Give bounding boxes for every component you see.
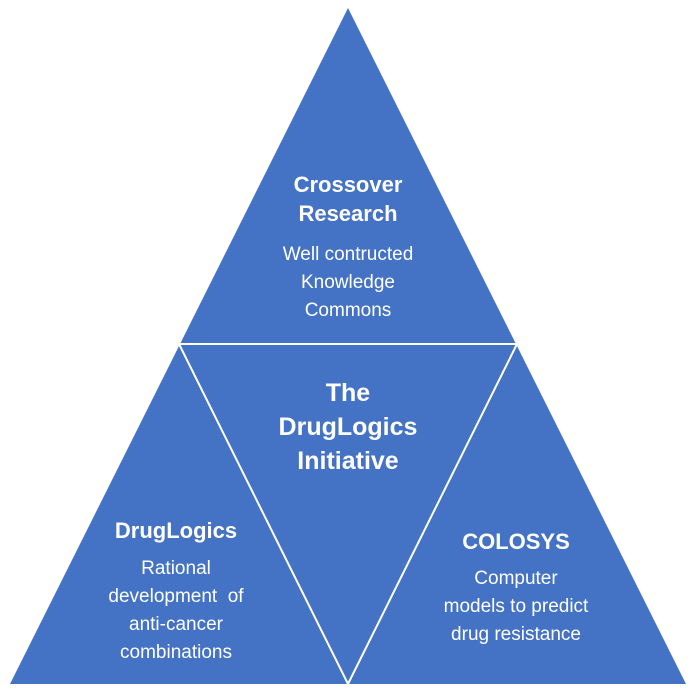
center-section-title: The DrugLogics Initiative bbox=[278, 379, 418, 475]
bottom-right-section-subtitle: Computer models to predict drug resistan… bbox=[443, 568, 589, 645]
bottom-right-section-title: COLOSYS bbox=[462, 529, 570, 554]
inner-triangle-outline bbox=[177, 343, 519, 687]
top-section-title: Crossover Research bbox=[293, 172, 403, 226]
bottom-left-section-title: DrugLogics bbox=[114, 518, 238, 543]
center-section: The DrugLogics Initiative bbox=[198, 376, 498, 478]
top-section: Crossover Research Well contructed Knowl… bbox=[197, 170, 499, 325]
bottom-right-section: COLOSYS Computer models to predict drug … bbox=[366, 527, 666, 649]
outer-triangle bbox=[10, 8, 686, 684]
bottom-left-section-subtitle: Rational development of anti-cancer comb… bbox=[108, 558, 244, 663]
top-section-subtitle: Well contructed Knowledge Commons bbox=[282, 244, 414, 321]
bottom-left-section: DrugLogics Rational development of anti-… bbox=[36, 516, 316, 667]
